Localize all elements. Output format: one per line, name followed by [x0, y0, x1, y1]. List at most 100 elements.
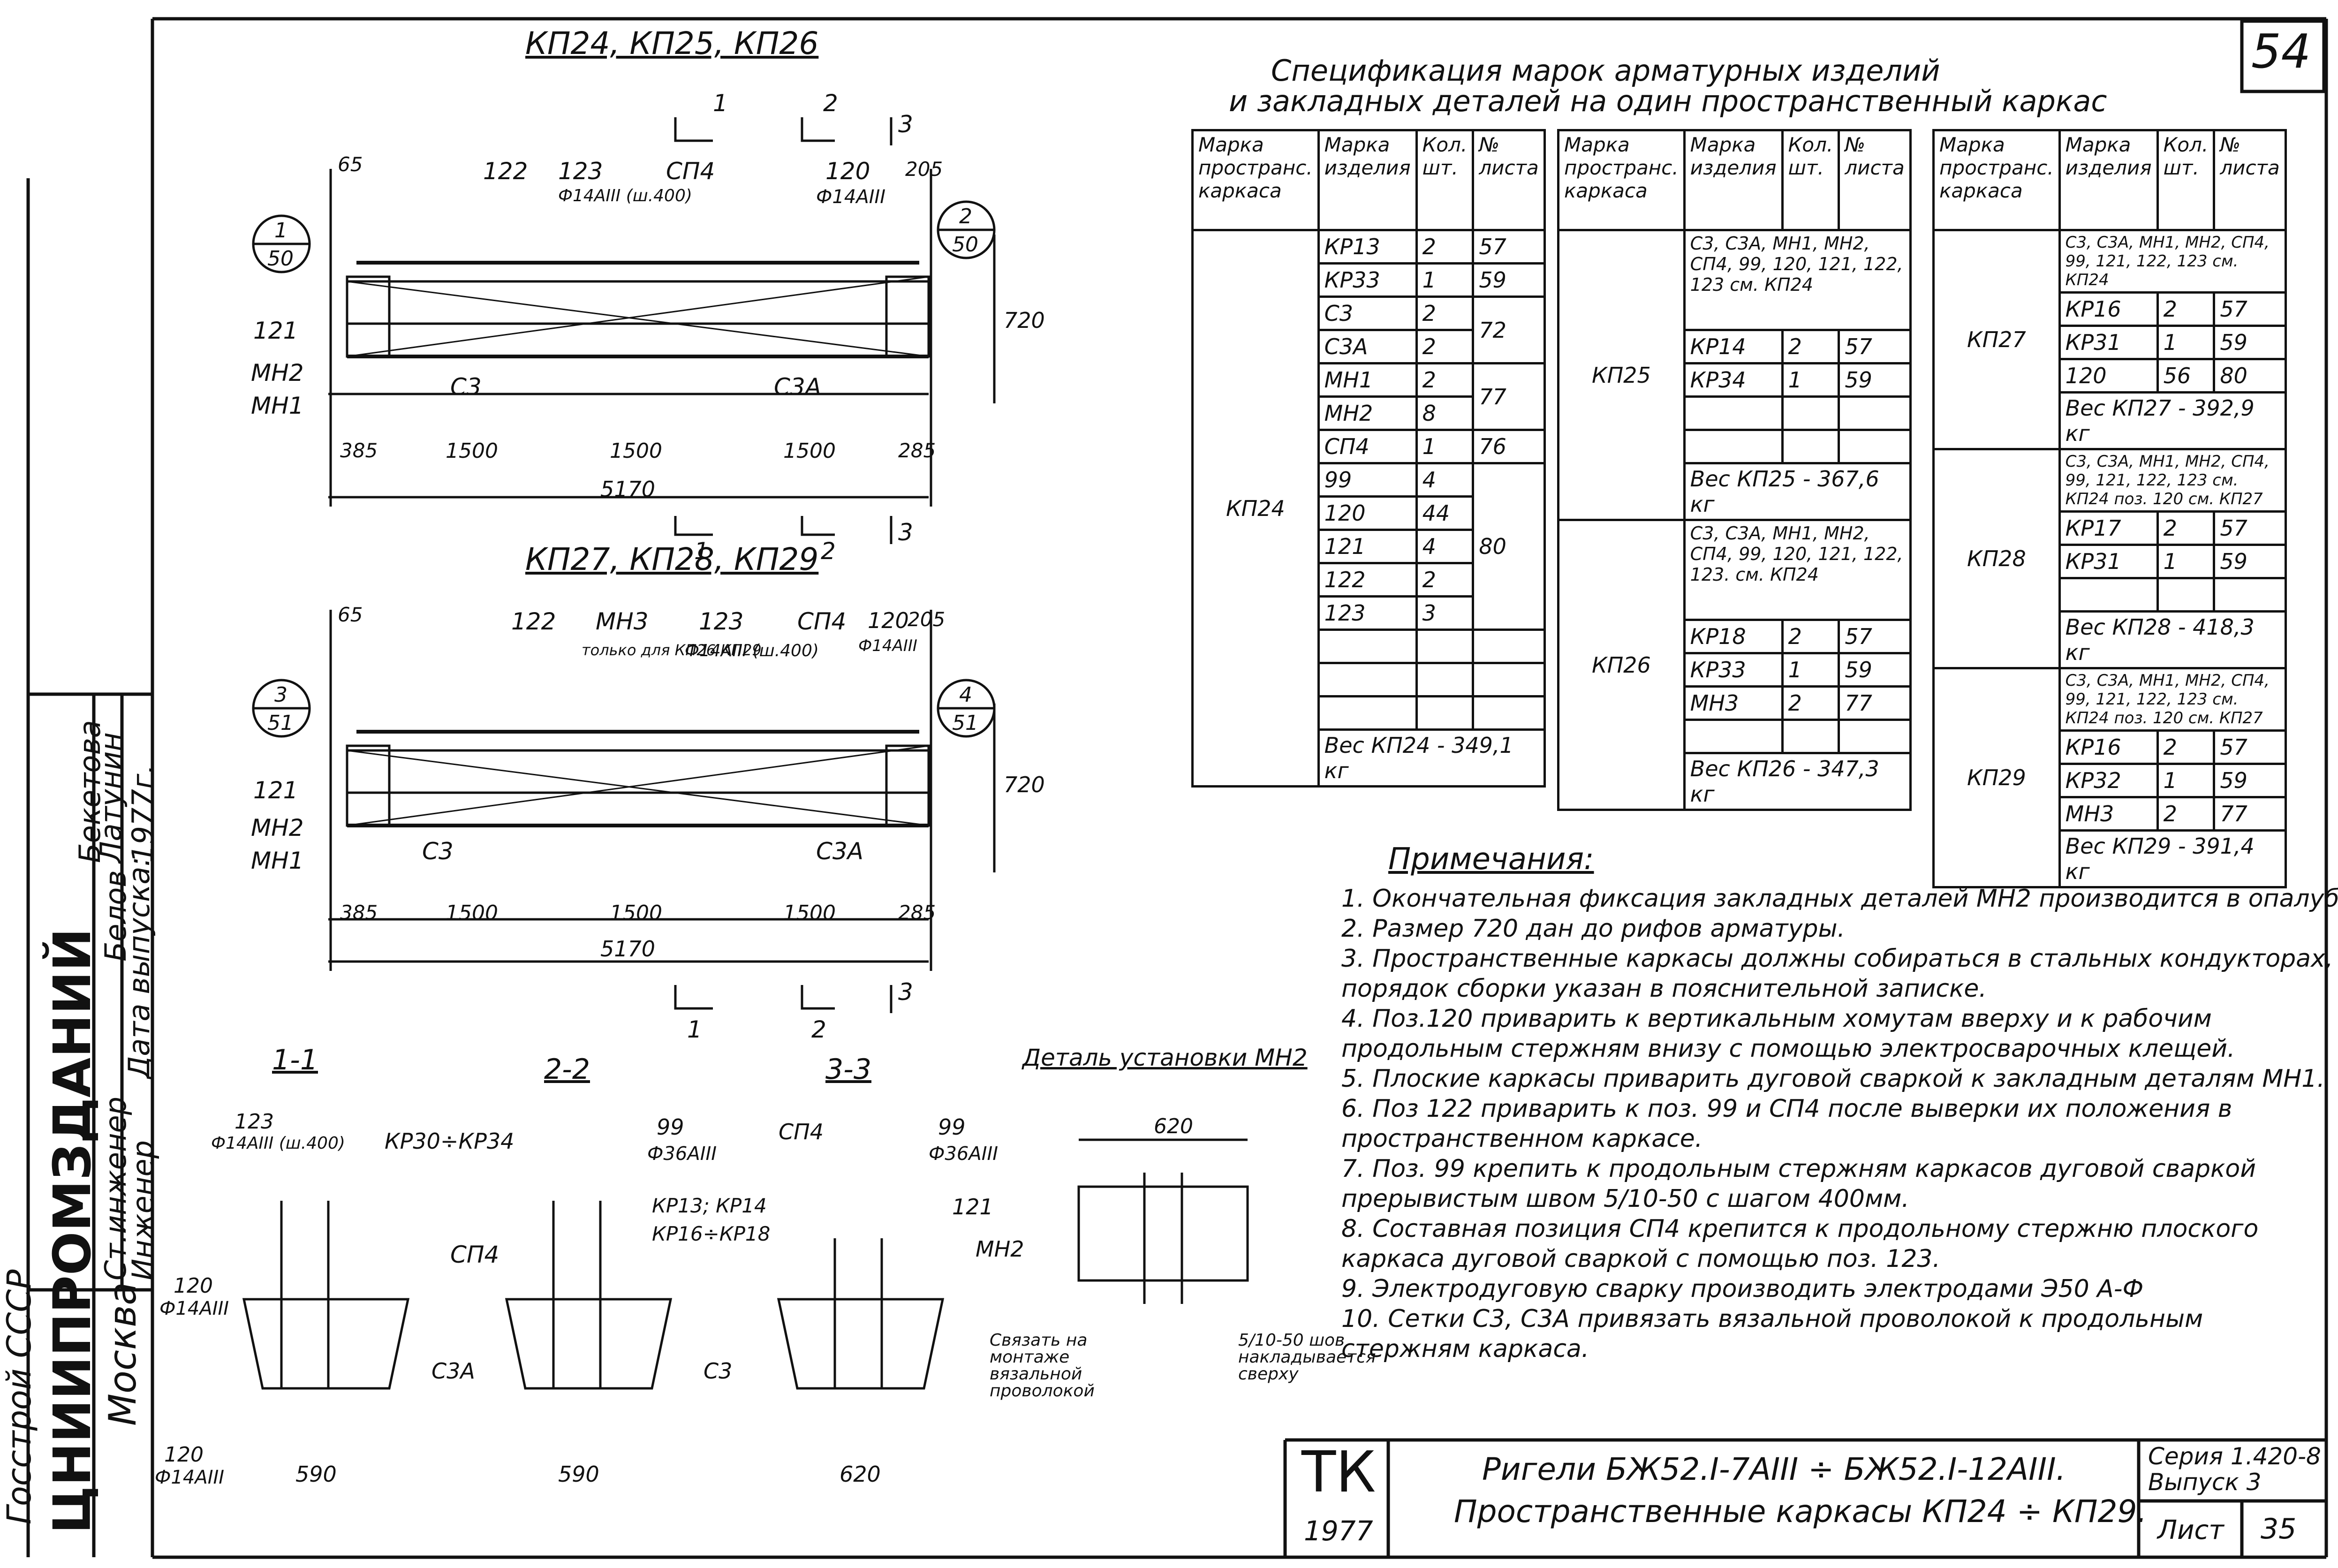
frame-kp26: КП26: [1557, 519, 1686, 811]
notes-title: Примечания:: [1388, 842, 1594, 877]
label-mn2-top: МН2: [251, 359, 304, 386]
dim-5170-mid: 5170: [600, 936, 656, 962]
weight-kp24: Вес КП24 - 349,1 кг: [1317, 728, 1546, 788]
label-c3a-mid: С3А: [816, 838, 863, 865]
table-row: Вес КП24 - 349,1 кг: [1193, 728, 1546, 788]
label-121-mid: 121: [253, 777, 298, 804]
detail-weld-note: 5/10-50 шов накладывается сверху: [1238, 1331, 1376, 1384]
cell-sheet: 59: [2213, 544, 2287, 579]
label-123-spec-top: Ф14АIII (ш.400): [558, 186, 692, 205]
dim-385-top: 385: [340, 439, 378, 462]
cell-qty: 1: [2156, 544, 2216, 579]
sec22-label-kr30: КР30÷КР34: [385, 1129, 515, 1154]
dim-1500c-top: 1500: [783, 439, 836, 463]
ref-2-50-bot: 50: [952, 233, 978, 257]
cell-item: 122: [1317, 562, 1418, 598]
frame-kp27: КП27: [1932, 229, 2061, 450]
frame-kp29: КП29: [1932, 667, 2061, 888]
cell-item: МН1: [1317, 362, 1418, 398]
note-line: стержням каркаса.: [1341, 1335, 1589, 1363]
ref-3-51-top: 3: [274, 683, 288, 707]
cell-item: МН3: [2058, 796, 2159, 832]
note-line: продольным стержням внизу с помощью элек…: [1341, 1035, 2235, 1063]
dim-65-mid: 65: [338, 603, 363, 626]
hdr-frame: Марка пространс. каркаса: [1191, 129, 1320, 231]
dim-205-top: 205: [905, 158, 943, 181]
cell-sheet: 59: [2213, 325, 2287, 360]
cut-1-mid: 1: [694, 538, 709, 565]
cell-qty: 1: [1415, 262, 1475, 298]
cell-item: МН2: [1317, 395, 1418, 431]
ref-2-50-top: 2: [959, 205, 972, 228]
detail-dim-620: 620: [1154, 1114, 1193, 1138]
mid-view-title: КП27, КП28, КП29: [525, 541, 819, 577]
cell-item: СП4: [1317, 429, 1418, 464]
label-122-top: 122: [483, 158, 528, 185]
cell-sheet: 57: [1472, 229, 1546, 265]
sec22-label-99-spec: Ф36АIII: [647, 1143, 717, 1165]
table-row: [1193, 695, 1546, 731]
cell-sheet: 59: [2213, 763, 2287, 798]
table-row: [1193, 662, 1546, 697]
cut-1-bot: 1: [687, 1016, 702, 1043]
kp29-note: С3, С3А, МН1, МН2, СП4, 99, 121, 122, 12…: [2058, 667, 2287, 732]
note-line: порядок сборки указан в пояснительной за…: [1341, 975, 1987, 1003]
label-123-mid: 123: [699, 608, 744, 635]
top-view-title: КП24, КП25, КП26: [525, 25, 819, 61]
cell-item: КР34: [1683, 362, 1784, 398]
note-line: 4. Поз.120 приварить к вертикальным хому…: [1341, 1005, 2212, 1033]
cell-qty: 2: [2156, 510, 2216, 546]
label-120-spec-mid: Ф14АIII: [858, 636, 917, 655]
sec22-label-c3a: С3А: [431, 1358, 475, 1384]
cell-item: 99: [1317, 462, 1418, 498]
spec-title-line1: Спецификация марок арматурных изделий: [1271, 53, 1940, 88]
cell-qty: 1: [2156, 763, 2216, 798]
sec22-label-kr13: КР13; КР14: [652, 1194, 767, 1217]
cell-item: 120: [2058, 358, 2159, 394]
label-c3-mid: С3: [422, 838, 454, 865]
label-120-mid: 120: [868, 608, 909, 633]
cell-item: 120: [1317, 495, 1418, 531]
spec-table-kp27-kp29: Марка пространс. каркаса Марка изделия К…: [1932, 129, 2287, 888]
sec22-label-kr16: КР16÷КР18: [652, 1222, 771, 1245]
table-row: [1559, 395, 1912, 431]
label-123-top: 123: [558, 158, 603, 185]
cell-qty: 3: [1415, 595, 1475, 631]
cell-item: КР32: [2058, 763, 2159, 798]
sec11-dim-590: 590: [295, 1462, 337, 1487]
kp26-note: С3, С3А, МН1, МН2, СП4, 99, 120, 121, 12…: [1683, 519, 1912, 621]
page-number: 54: [2251, 24, 2311, 79]
cut-2-mid: 2: [821, 538, 836, 565]
dim-285-top: 285: [898, 439, 936, 462]
dim-385-mid: 385: [340, 901, 378, 924]
hdr-qty: Кол. шт.: [1781, 129, 1840, 231]
cell-item: МН3: [1683, 685, 1784, 721]
cell-sheet: 80: [1472, 462, 1546, 631]
note-line: 9. Электродуговую сварку производить эле…: [1341, 1275, 2144, 1303]
note-line: 2. Размер 720 дан до рифов арматуры.: [1341, 915, 1846, 943]
hdr-item: Марка изделия: [1317, 129, 1418, 231]
sec33-dim-620: 620: [840, 1462, 881, 1487]
hdr-item: Марка изделия: [2058, 129, 2159, 231]
cell-sheet: 57: [2213, 291, 2287, 327]
cut-3-bot: 3: [898, 978, 913, 1006]
title-series: Серия 1.420-8: [2148, 1443, 2321, 1470]
sec22-label-c3: С3: [704, 1358, 733, 1384]
cell-item: КР33: [1683, 652, 1784, 688]
cell-item: С3А: [1317, 329, 1418, 364]
note-line: 6. Поз 122 приварить к поз. 99 и СП4 пос…: [1341, 1095, 2232, 1123]
cell-sheet: 57: [1838, 329, 1912, 364]
